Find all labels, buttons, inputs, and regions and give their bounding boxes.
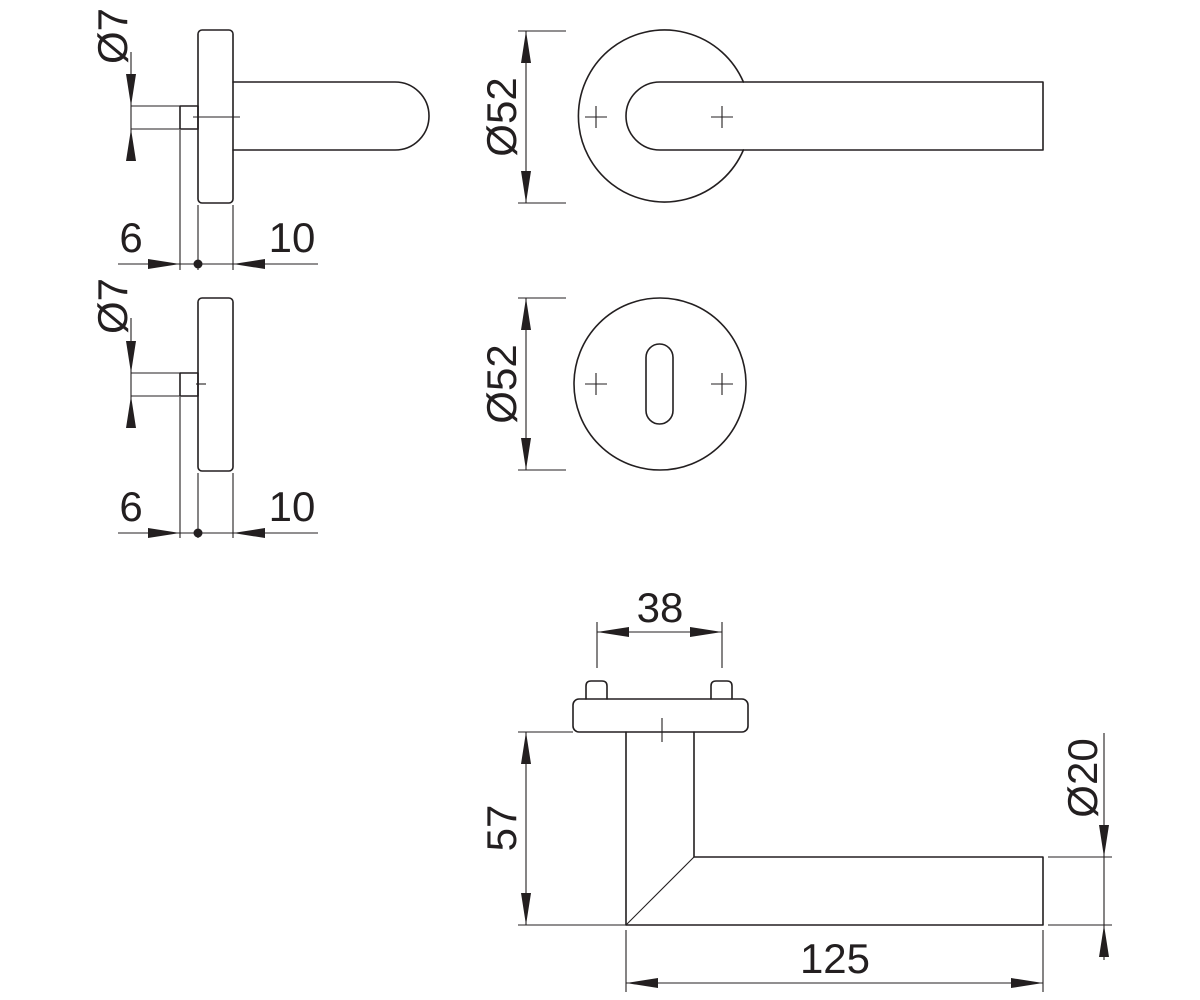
side-view-lever: Ø7 6 10 [89,8,430,270]
lever-diameter-dimension: Ø20 [1048,733,1112,960]
left-thickness-label: 6 [119,214,142,261]
keyhole-slot [645,343,674,425]
rose-diameter-dimension: Ø52 [478,30,566,204]
pin-diameter-dimension: Ø7 [89,8,182,161]
lever-length-label: 125 [800,935,870,982]
lever-side-profile [232,81,430,151]
rose-plate-top [572,698,749,733]
escutcheon-outline [573,297,747,471]
fixing-pin [179,105,199,130]
screw-cross-left [585,373,607,395]
left-thickness-label: 6 [119,483,142,530]
pin-diameter-label: Ø7 [89,8,136,64]
lever-diameter-label: Ø20 [1059,738,1106,817]
pin-diameter-label: Ø7 [89,278,136,334]
thickness-dimension: 6 10 [118,397,318,538]
fixing-pin [179,372,199,397]
front-view-lever: Ø52 [478,29,1044,204]
rose-diameter-label: Ø52 [478,77,525,156]
lever-front-outline [625,81,1044,151]
front-view-escutcheon: Ø52 [478,297,747,471]
lever-length-dimension: 125 [625,930,1044,992]
right-thickness-label: 10 [269,214,316,261]
rose-outline [577,29,745,203]
top-view-lever: 38 57 Ø20 125 [478,584,1112,992]
pin-diameter-dimension: Ø7 [89,278,182,428]
side-view-escutcheon: Ø7 6 10 [89,278,318,538]
escutcheon-diameter-label: Ø52 [478,344,525,423]
lever-bend-line [625,856,695,926]
lever-top-outline [625,731,1044,926]
fixing-spacing-dimension: 38 [596,584,723,668]
fixing-pin-left [585,680,608,700]
fixing-spacing-label: 38 [637,584,684,631]
right-thickness-label: 10 [269,483,316,530]
screw-cross-right [711,106,733,128]
projection-dimension: 57 [478,731,626,926]
escutcheon-diameter-dimension: Ø52 [478,297,566,471]
screw-cross-right [711,373,733,395]
projection-label: 57 [478,805,525,852]
screw-cross-left [585,106,607,128]
thickness-dimension: 6 10 [118,130,318,270]
fixing-pin-right [710,680,733,700]
